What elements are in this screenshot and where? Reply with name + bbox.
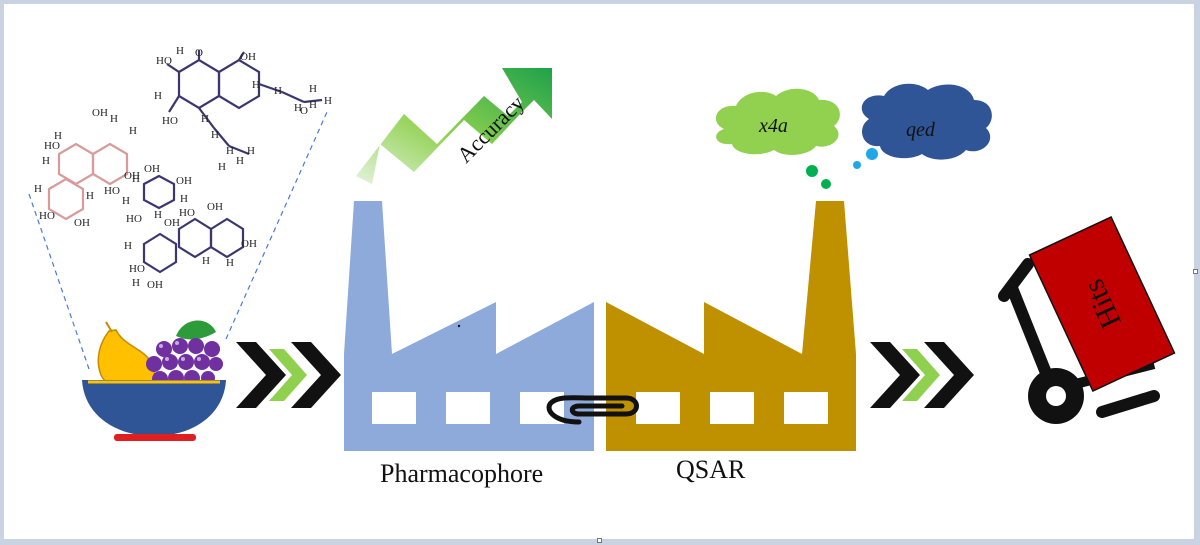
svg-text:HO: HO xyxy=(44,140,60,152)
svg-text:OH: OH xyxy=(92,107,108,119)
svg-text:H: H xyxy=(309,99,317,111)
cloud-icon: x4a xyxy=(715,88,840,189)
svg-text:H: H xyxy=(129,125,137,137)
svg-text:H: H xyxy=(154,90,162,102)
svg-text:H: H xyxy=(236,155,244,167)
pharmacophore-label: Pharmacophore xyxy=(380,459,543,488)
funnel-lines xyxy=(28,111,328,370)
svg-text:OH: OH xyxy=(147,279,163,291)
svg-text:H: H xyxy=(247,145,255,157)
svg-text:OH: OH xyxy=(207,201,223,213)
cloud-icon: qed xyxy=(853,83,992,169)
svg-text:H: H xyxy=(122,195,130,207)
qsar-factory xyxy=(606,201,856,451)
svg-text:O: O xyxy=(195,47,203,59)
svg-text:OH: OH xyxy=(74,217,90,229)
molecule-icon: O OH HO H HO H H H H H H O H H H H H H H xyxy=(34,45,332,291)
x4a-label: x4a xyxy=(758,115,788,137)
svg-text:H: H xyxy=(309,83,317,95)
svg-text:H: H xyxy=(202,255,210,267)
diagram-canvas: O OH HO H HO H H H H H H O H H H H H H H xyxy=(4,4,1198,543)
chevron-arrow-icon xyxy=(236,342,341,408)
svg-text:OH: OH xyxy=(144,163,160,175)
svg-text:H: H xyxy=(324,95,332,107)
svg-text:H: H xyxy=(180,193,188,205)
hand-truck-icon: Hits xyxy=(998,216,1176,424)
svg-text:HO: HO xyxy=(129,263,145,275)
svg-text:HO: HO xyxy=(156,55,172,67)
svg-text:HO: HO xyxy=(39,210,55,222)
svg-text:H: H xyxy=(86,190,94,202)
svg-text:H: H xyxy=(42,155,50,167)
svg-text:OH: OH xyxy=(240,51,256,63)
svg-text:H: H xyxy=(294,102,302,114)
resize-handle-bottom[interactable] xyxy=(597,538,602,543)
chevron-arrow-icon xyxy=(870,342,974,408)
svg-text:H: H xyxy=(132,277,140,289)
svg-text:H: H xyxy=(226,257,234,269)
svg-text:H: H xyxy=(201,113,209,125)
pharmacophore-factory xyxy=(344,201,594,451)
svg-text:H: H xyxy=(54,130,62,142)
svg-text:HO: HO xyxy=(104,185,120,197)
qed-label: qed xyxy=(906,119,936,141)
svg-text:OH: OH xyxy=(241,238,257,250)
svg-text:H: H xyxy=(176,45,184,57)
svg-text:OH: OH xyxy=(164,217,180,229)
trend-arrow-icon: Accuracy xyxy=(356,68,552,184)
svg-text:H: H xyxy=(110,113,118,125)
svg-text:O: O xyxy=(300,105,308,117)
qsar-label: QSAR xyxy=(676,455,746,484)
paperclip-icon xyxy=(546,395,639,425)
svg-text:H: H xyxy=(34,183,42,195)
svg-text:HO: HO xyxy=(179,207,195,219)
svg-text:H: H xyxy=(226,145,234,157)
svg-text:H: H xyxy=(274,85,282,97)
svg-text:H: H xyxy=(124,240,132,252)
svg-text:HO: HO xyxy=(126,213,142,225)
svg-text:OH: OH xyxy=(124,170,140,182)
svg-text:H: H xyxy=(211,129,219,141)
svg-text:OH: OH xyxy=(176,175,192,187)
svg-text:H: H xyxy=(154,209,162,221)
fruit-bowl-icon xyxy=(82,320,226,441)
svg-text:HO: HO xyxy=(162,115,178,127)
svg-text:H: H xyxy=(132,173,140,185)
resize-handle-right[interactable] xyxy=(1193,269,1198,274)
svg-text:H: H xyxy=(218,161,226,173)
svg-text:H: H xyxy=(252,79,260,91)
